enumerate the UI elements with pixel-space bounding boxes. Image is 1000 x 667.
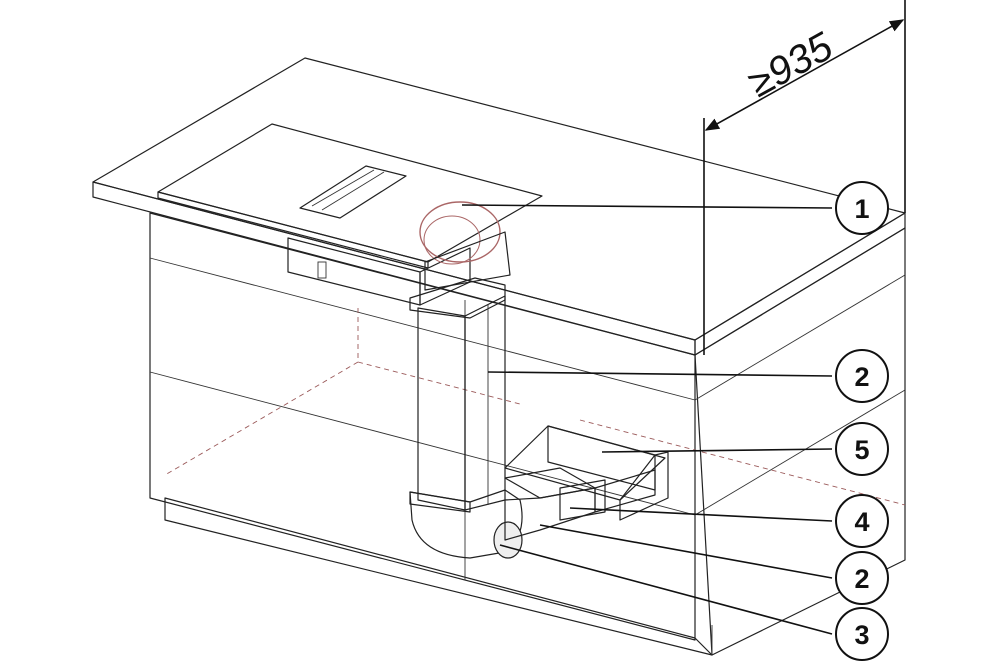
leader-2a [487, 371, 833, 377]
horizontal-duct-top [504, 467, 596, 499]
callout-5-circle [835, 422, 889, 476]
filter-box [504, 425, 669, 521]
callout-1-label: 1 [854, 194, 869, 224]
hidden-line-floor [579, 419, 906, 506]
kitchen-cabinet [92, 57, 906, 656]
countertop-top [92, 57, 906, 341]
air-intake-grille [311, 169, 375, 207]
callout-4: 4 [835, 494, 889, 548]
hidden-line-left [164, 308, 359, 476]
drawer-line-2 [149, 371, 696, 516]
hob-housing-side [419, 247, 471, 306]
duct-bend-sleeve [409, 491, 471, 513]
callout-2a-label: 2 [854, 362, 869, 392]
hidden-line-back [357, 361, 521, 405]
air-intake-slot [299, 165, 407, 219]
callout-4-circle [835, 494, 889, 548]
filter-box-face [594, 469, 656, 513]
vertical-duct-side [464, 295, 506, 511]
fan-housing-ring-inner [423, 215, 481, 265]
filter-box-top [504, 425, 666, 501]
dimension-label: ≥935 [741, 24, 841, 106]
hob-connector [317, 261, 327, 279]
callout-2a-circle [835, 349, 889, 403]
drawer-line-1 [149, 257, 696, 401]
leader-3 [499, 544, 833, 635]
leader-2b [539, 524, 833, 579]
dimension-935: ≥935 [703, 0, 906, 355]
cabinet-front [149, 212, 696, 641]
countertop-front-edge [92, 181, 696, 356]
side-line-2 [694, 389, 906, 516]
filter-box-side [619, 451, 669, 521]
hob-glass-edge [157, 191, 429, 269]
callout-1: 1 [835, 181, 889, 235]
hob-housing [287, 237, 421, 306]
fan-housing [424, 231, 511, 291]
callout-1-circle [835, 181, 889, 235]
callout-2b: 2 [835, 551, 889, 605]
dimension-arrow-line [704, 19, 905, 131]
callout-2b-label: 2 [854, 564, 869, 594]
callout-3: 3 [835, 607, 889, 661]
leader-1 [461, 204, 833, 209]
callout-4-label: 4 [854, 507, 869, 537]
duct-connector [559, 479, 606, 521]
callout-3-circle [835, 607, 889, 661]
air-intake-grille-2 [321, 171, 385, 211]
callout-5-label: 5 [854, 435, 869, 465]
vertical-duct [409, 277, 506, 511]
duct-bend-outlet [493, 521, 523, 559]
cabinet-plinth-front [164, 497, 713, 656]
callout-2a: 2 [835, 349, 889, 403]
callout-leaders [461, 204, 833, 635]
callout-3-label: 3 [854, 620, 869, 650]
callout-2b-circle [835, 551, 889, 605]
countertop-side-edge [694, 212, 906, 356]
side-line-1 [694, 274, 906, 401]
hob-unit [157, 123, 543, 306]
leader-5 [601, 448, 833, 453]
callouts: 1 2 5 4 2 3 [835, 181, 889, 661]
callout-5: 5 [835, 422, 889, 476]
fan-housing-ring [419, 201, 501, 263]
leader-4 [569, 507, 833, 522]
